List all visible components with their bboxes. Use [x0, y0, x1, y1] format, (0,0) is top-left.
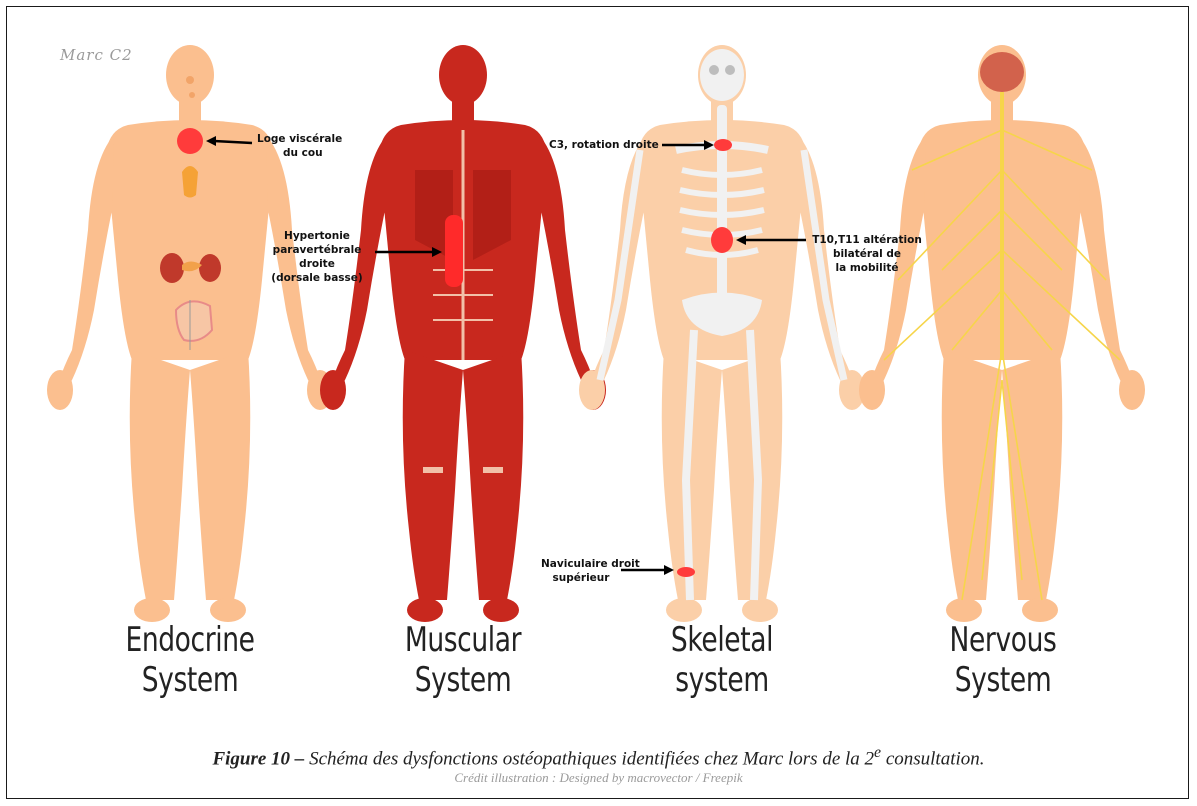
annotation-line: C3, rotation droite — [549, 138, 659, 152]
endocrine-neck-marker — [177, 128, 203, 154]
skeletal-t10-marker — [711, 227, 733, 253]
annotation-line: bilatéral de — [812, 247, 922, 261]
annotation-skeletal-t10: T10,T11 altération bilatéral de la mobil… — [812, 233, 922, 275]
figure-caption: Figure 10 – Schéma des dysfonctions osté… — [0, 744, 1197, 770]
annotation-skeletal-navicular: Naviculaire droit supérieur — [541, 557, 621, 585]
muscular-system-title: Muscular System — [362, 620, 565, 700]
illustration-credit: Crédit illustration : Designed by macrov… — [0, 770, 1197, 786]
annotation-muscular-back: Hypertonie paravertébrale droite (dorsal… — [262, 229, 372, 285]
muscular-paravertebral-marker — [445, 215, 463, 287]
annotation-line: (dorsale basse) — [262, 271, 372, 285]
skeletal-navicular-marker — [677, 567, 695, 577]
annotation-line: droite — [262, 257, 372, 271]
annotation-line: la mobilité — [812, 261, 922, 275]
annotation-line: supérieur — [541, 571, 621, 585]
endocrine-system-title: Endocrine System — [89, 620, 292, 700]
annotation-line: du cou — [257, 146, 342, 160]
caption-text-b: consultation. — [881, 748, 984, 769]
annotation-line: Loge viscérale — [257, 132, 342, 146]
annotation-endocrine-neck: Loge viscérale du cou — [257, 132, 342, 160]
nervous-system-title: Nervous System — [902, 620, 1105, 700]
nervous-figure — [859, 45, 1145, 622]
annotation-line: Naviculaire droit — [541, 557, 621, 571]
annotation-line: paravertébrale — [262, 243, 372, 257]
skeletal-figure — [579, 45, 865, 622]
caption-text-a: Schéma des dysfonctions ostéopathiques i… — [304, 748, 874, 769]
caption-label: Figure 10 – — [212, 748, 304, 769]
skeletal-c3-marker — [714, 139, 732, 151]
skeletal-system-title: Skeletal system — [621, 620, 824, 700]
annotation-line: T10,T11 altération — [812, 233, 922, 247]
annotation-skeletal-c3: C3, rotation droite — [549, 138, 659, 152]
muscular-figure — [320, 45, 606, 622]
annotation-line: Hypertonie — [262, 229, 372, 243]
